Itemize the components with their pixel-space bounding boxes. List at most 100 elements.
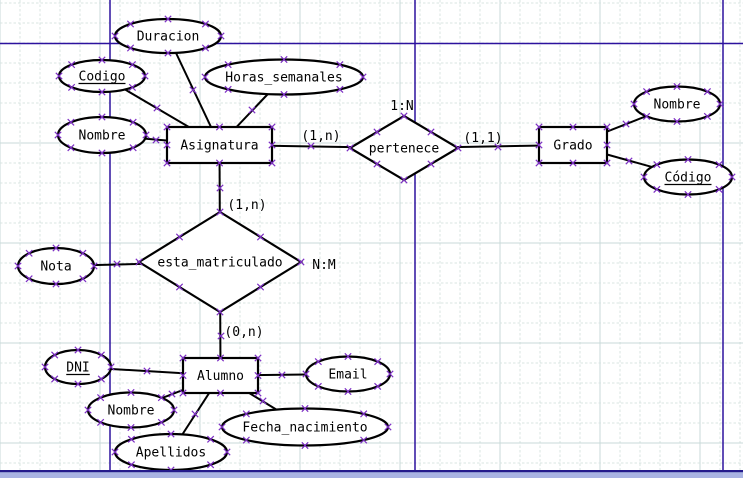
cardinality-label[interactable]: 1:N xyxy=(390,99,413,114)
connection-point-marker xyxy=(206,435,215,443)
horizontal-scrollbar[interactable] xyxy=(0,470,743,478)
connection-point-marker xyxy=(715,161,723,169)
connection-point-marker xyxy=(111,448,119,456)
connection-point-marker xyxy=(569,123,577,131)
connection-point-marker xyxy=(127,388,135,397)
connection-point-marker xyxy=(175,233,184,241)
attribute-nombre_grado-label: Nombre xyxy=(654,98,701,113)
connection-point-marker xyxy=(625,157,633,165)
entity-alumno[interactable] xyxy=(181,356,260,395)
connection-point-marker xyxy=(14,262,22,270)
connection-point-marker xyxy=(216,308,224,316)
connection-point-marker xyxy=(67,144,75,152)
attribute-apellidos-label: Apellidos xyxy=(136,446,206,461)
cardinality-label[interactable]: N:M xyxy=(312,258,336,273)
connection-point-marker xyxy=(163,123,171,131)
attribute-horas-label: Horas_semanales xyxy=(225,71,342,86)
connection-point-marker xyxy=(129,144,137,152)
connection-point-marker xyxy=(374,358,382,366)
connection-point-marker xyxy=(716,100,724,108)
connection-point-marker xyxy=(494,143,502,151)
connection-point-marker xyxy=(175,283,184,291)
cardinality-label[interactable]: (1,n) xyxy=(227,198,266,213)
connection-point-marker xyxy=(359,73,367,81)
connection-point-marker xyxy=(684,155,692,164)
connection-point-marker xyxy=(427,160,435,168)
connection-point-marker xyxy=(642,112,651,120)
connection-point-marker xyxy=(715,185,723,193)
connection-point-marker xyxy=(268,141,276,149)
connection-point-marker xyxy=(535,159,543,167)
connection-point-marker xyxy=(126,20,135,28)
connection-point-marker xyxy=(569,159,577,167)
connection-point-marker xyxy=(256,283,265,291)
connection-point-marker xyxy=(163,141,171,149)
connection-point-marker xyxy=(336,61,344,69)
connection-point-marker xyxy=(98,113,106,121)
connection-point-marker xyxy=(242,410,250,418)
connection-point-marker xyxy=(653,161,661,169)
connection-point-marker xyxy=(41,363,49,371)
connection-point-marker xyxy=(97,351,105,359)
connection-point-marker xyxy=(157,394,166,402)
connection-point-marker xyxy=(206,461,215,469)
connection-point-marker xyxy=(384,423,392,431)
connection-point-marker xyxy=(535,123,543,131)
connection-point-marker xyxy=(400,112,408,120)
connection-point-marker xyxy=(224,85,232,93)
connection-point-marker xyxy=(152,136,160,144)
entity-asignatura-label: Asignatura xyxy=(180,139,258,154)
connection-point-marker xyxy=(79,249,87,257)
connection-point-marker xyxy=(535,141,543,149)
connection-point-marker xyxy=(157,418,166,426)
connection-point-marker xyxy=(673,82,681,91)
connection-point-marker xyxy=(98,88,106,96)
connection-point-marker xyxy=(360,436,368,444)
connection-point-marker xyxy=(360,410,368,418)
connection-point-marker xyxy=(630,100,638,108)
connection-point-marker xyxy=(113,260,121,268)
scrollbar-track[interactable] xyxy=(0,472,743,478)
connection-point-marker xyxy=(96,418,105,426)
connection-point-marker xyxy=(216,184,224,192)
connection-point-markers xyxy=(14,15,736,474)
connection-point-marker xyxy=(129,118,137,126)
connection-point-marker xyxy=(179,354,187,362)
connection-point-marker xyxy=(128,61,137,69)
attribute-dni-label: DNI xyxy=(66,361,89,376)
connection-point-marker xyxy=(254,389,262,397)
connection-point-marker xyxy=(127,435,136,443)
connection-point-marker xyxy=(54,131,62,139)
attribute-codigo_asig-label: Codigo xyxy=(79,70,126,85)
cardinality-label[interactable]: (1,n) xyxy=(301,129,340,144)
connection-point-marker xyxy=(25,249,33,257)
connection-point-marker xyxy=(603,123,611,131)
connection-point-marker xyxy=(703,88,712,96)
connection-point-marker xyxy=(301,441,309,450)
connection-point-marker xyxy=(218,423,226,431)
connection-point-marker xyxy=(373,128,381,136)
connection-point-marker xyxy=(167,430,175,438)
connection-point-marker xyxy=(127,461,136,469)
connection-point-marker xyxy=(97,375,105,383)
connection-point-marker xyxy=(653,185,661,193)
connection-point-marker xyxy=(427,128,435,136)
connection-point-marker xyxy=(141,72,149,80)
connection-point-marker xyxy=(201,20,210,28)
connection-point-marker xyxy=(107,363,115,371)
connection-point-marker xyxy=(302,370,310,378)
connection-point-marker xyxy=(215,159,224,167)
cardinality-label[interactable]: (1,1) xyxy=(463,131,502,146)
connection-point-marker xyxy=(344,387,352,396)
connection-point-marker xyxy=(168,390,176,398)
connection-point-marker xyxy=(217,332,225,340)
connection-point-marker xyxy=(111,32,119,40)
entity-grado-label: Grado xyxy=(553,139,592,154)
cardinality-label[interactable]: (0,n) xyxy=(224,325,263,340)
connection-point-marker xyxy=(374,382,382,390)
connection-point-marker xyxy=(344,352,352,361)
connection-point-marker xyxy=(217,32,225,40)
connection-point-marker xyxy=(170,406,178,414)
